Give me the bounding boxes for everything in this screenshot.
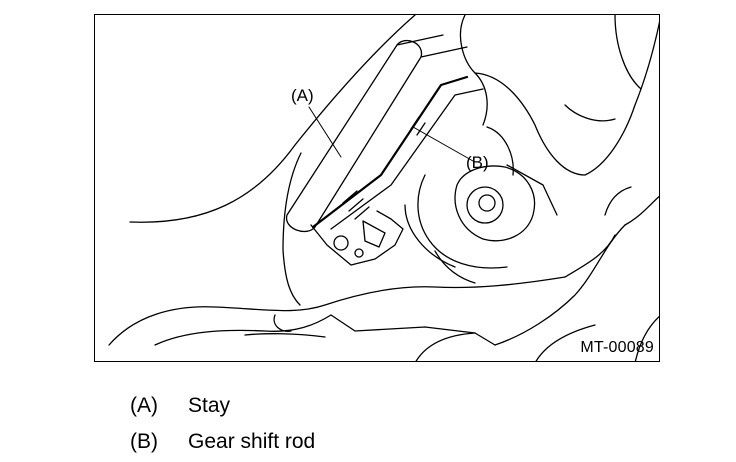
stay-part (286, 34, 468, 232)
legend-label: Gear shift rod (188, 430, 316, 453)
transmission-housing (459, 15, 659, 176)
legend-row-gear-shift-rod: (B) Gear shift rod (130, 431, 315, 452)
diagram-figure: (A) (B) MT-00089 (94, 14, 660, 362)
callout-label-a: (A) (291, 86, 314, 105)
leader-line-b (412, 126, 474, 162)
body-inner-curve (282, 152, 302, 306)
figure-id: MT-00089 (580, 339, 654, 356)
leader-line-a (308, 106, 342, 158)
rod-joint (404, 164, 558, 284)
line-drawing (108, 15, 659, 361)
legend-key: (B) (130, 430, 158, 453)
body-outline (129, 15, 416, 223)
legend-row-stay: (A) Stay (130, 395, 230, 416)
gear-shift-rod (310, 75, 484, 266)
legend-key: (A) (130, 394, 158, 417)
lower-structure (108, 186, 659, 361)
callout-label-b: (B) (466, 153, 489, 172)
legend-label: Stay (188, 394, 231, 417)
